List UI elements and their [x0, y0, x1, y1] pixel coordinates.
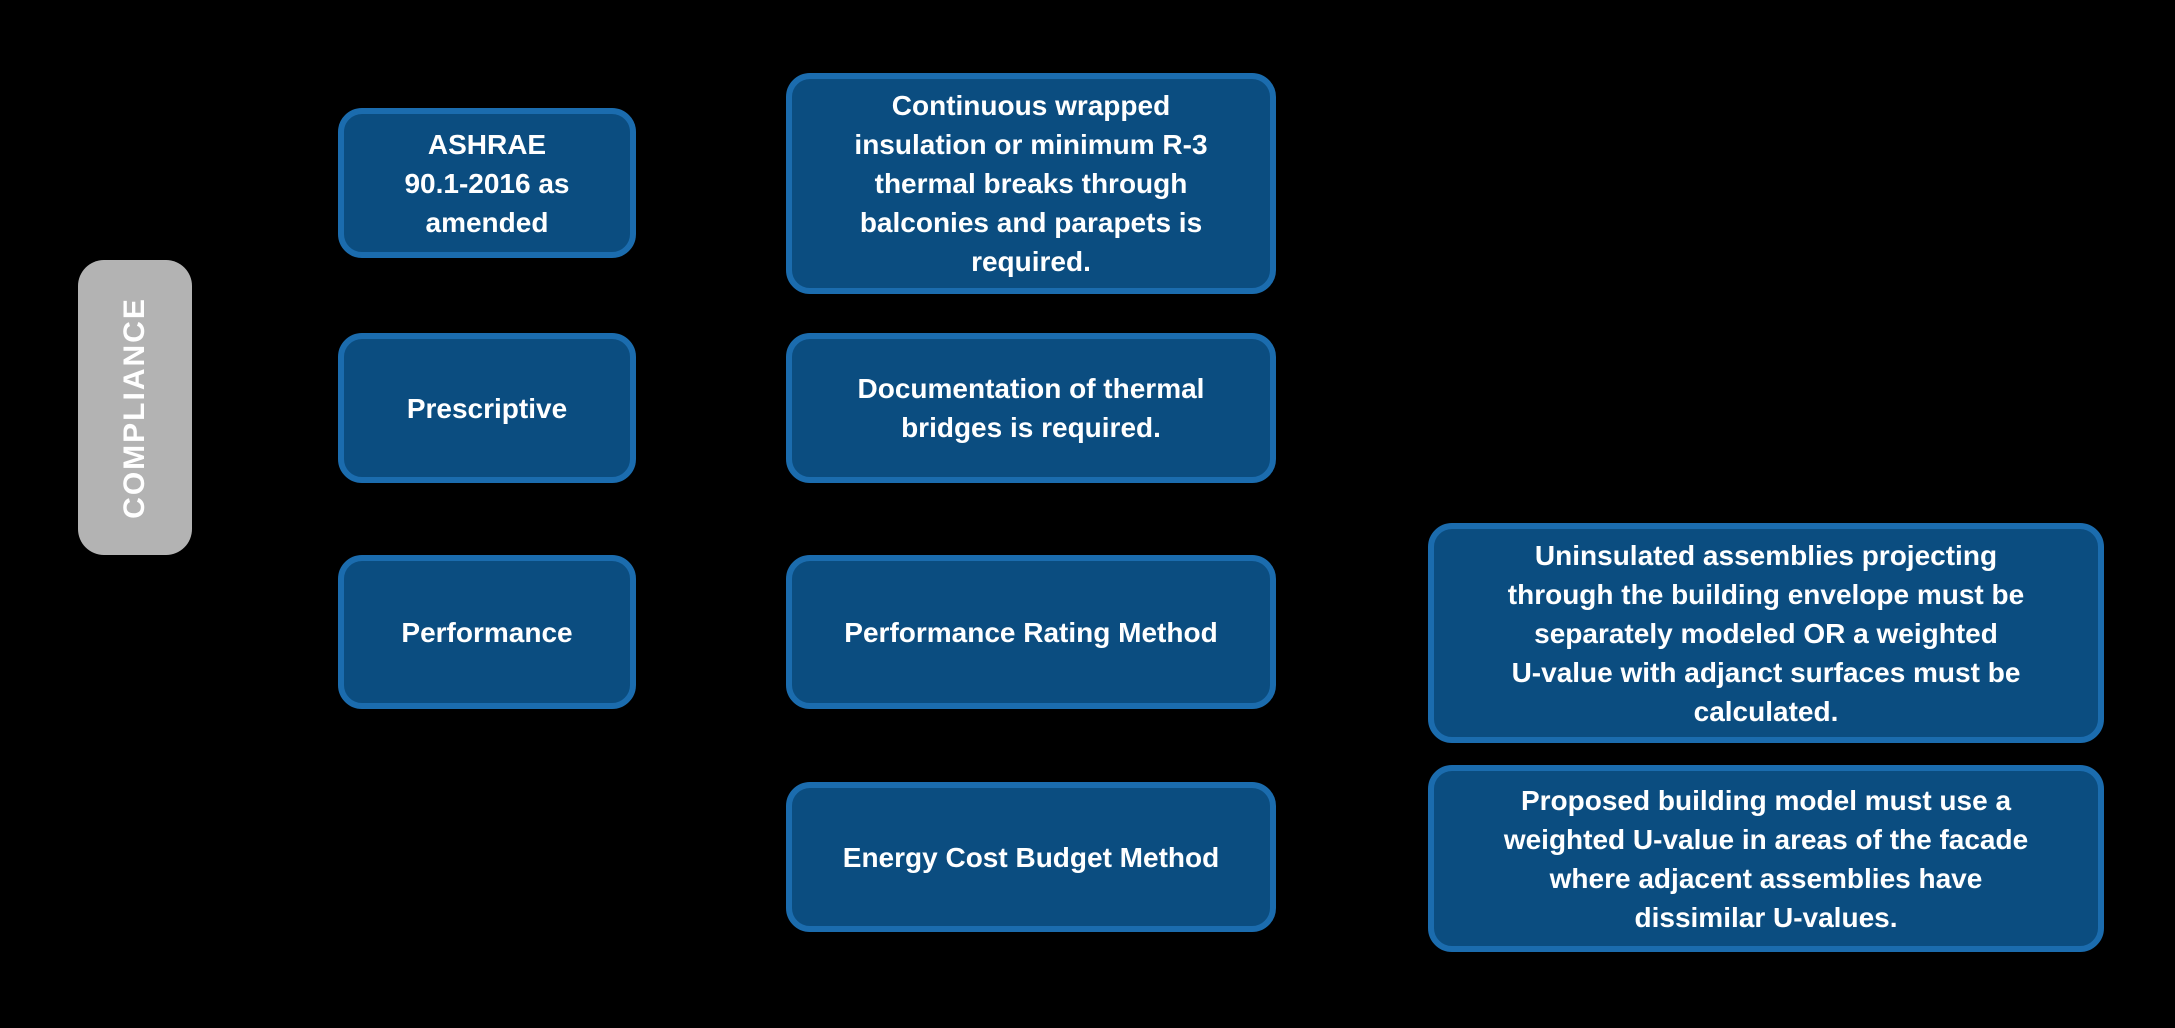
node-prescriptive-path: Prescriptive [338, 333, 636, 483]
node-ashrae-standard: ASHRAE 90.1-2016 as amended [338, 108, 636, 258]
node-prescriptive-path-label: Prescriptive [406, 392, 568, 424]
node-performance-path: Performance [338, 555, 636, 709]
compliance-root-node: COMPLIANCE [78, 260, 192, 555]
node-ashrae-standard-label: ASHRAE 90.1-2016 as amended [404, 128, 570, 238]
node-uninsulated-assemblies-rule: Uninsulated assemblies projecting throug… [1428, 523, 2104, 743]
node-continuous-insulation-requirement: Continuous wrapped insulation or minimum… [786, 73, 1276, 294]
node-energy-cost-budget-method-label: Energy Cost Budget Method [842, 841, 1220, 873]
node-uninsulated-assemblies-rule-label: Uninsulated assemblies projecting throug… [1507, 539, 2025, 727]
node-documentation-requirement-label: Documentation of thermal bridges is requ… [857, 373, 1205, 443]
node-proposed-building-model-rule: Proposed building model must use a weigh… [1428, 765, 2104, 952]
node-documentation-requirement: Documentation of thermal bridges is requ… [786, 333, 1276, 483]
node-continuous-insulation-requirement-label: Continuous wrapped insulation or minimum… [854, 90, 1208, 277]
compliance-root-label: COMPLIANCE [118, 296, 152, 519]
node-performance-rating-method: Performance Rating Method [786, 555, 1276, 709]
node-performance-rating-method-label: Performance Rating Method [844, 616, 1218, 648]
node-proposed-building-model-rule-label: Proposed building model must use a weigh… [1503, 784, 2029, 933]
node-energy-cost-budget-method: Energy Cost Budget Method [786, 782, 1276, 932]
node-performance-path-label: Performance [401, 616, 573, 648]
